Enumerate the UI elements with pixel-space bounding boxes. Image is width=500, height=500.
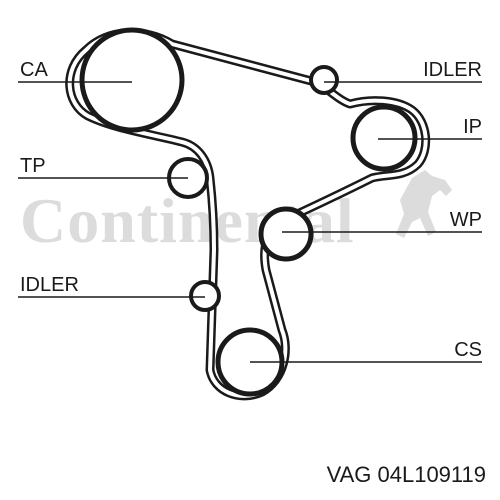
label-ca: CA bbox=[20, 59, 48, 81]
label-ip: IP bbox=[463, 116, 482, 138]
label-tp: TP bbox=[20, 155, 46, 177]
injection-pump-pulley bbox=[350, 104, 418, 172]
part-number: VAG 04L109119 bbox=[327, 462, 486, 487]
label-idler-left: IDLER bbox=[20, 274, 79, 296]
continental-watermark: Continental bbox=[20, 170, 452, 256]
idler-top-pulley bbox=[309, 65, 339, 95]
label-cs: CS bbox=[454, 339, 482, 361]
pulley-labels: CA IDLER IP TP WP IDLER CS bbox=[20, 59, 482, 361]
pulleys bbox=[79, 27, 418, 397]
leader-lines bbox=[18, 81, 482, 363]
label-idler-top: IDLER bbox=[423, 59, 482, 81]
idler-left-pulley bbox=[189, 280, 221, 312]
label-wp: WP bbox=[450, 209, 482, 231]
water-pump-pulley bbox=[258, 206, 314, 262]
horse-logo-icon bbox=[396, 170, 452, 238]
camshaft-pulley bbox=[79, 27, 185, 133]
